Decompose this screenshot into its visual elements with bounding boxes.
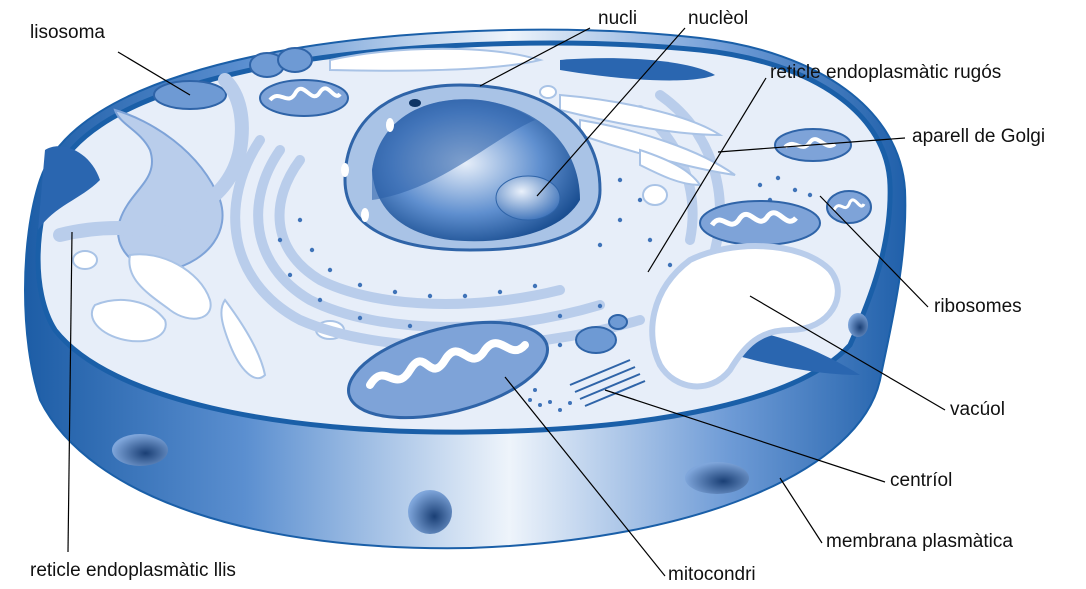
vesicle xyxy=(73,251,97,269)
label-nucleol: nuclèol xyxy=(688,8,748,30)
label-mitocondri: mitocondri xyxy=(668,564,756,586)
label-centriol: centríol xyxy=(890,470,952,492)
label-membrana: membrana plasmàtica xyxy=(826,531,1013,553)
mitochondrion xyxy=(827,191,871,223)
label-reticle-llis: reticle endoplasmàtic llis xyxy=(30,560,236,582)
membrane-pore xyxy=(112,434,168,466)
label-vacuol: vacúol xyxy=(950,399,1005,421)
membrane-pore xyxy=(408,490,452,534)
mitochondrion xyxy=(260,80,348,116)
golgi-vesicle xyxy=(540,86,556,98)
membrane-pore xyxy=(848,313,868,337)
label-ribosomes: ribosomes xyxy=(934,296,1022,318)
membrane-pore xyxy=(685,462,749,494)
vesicle xyxy=(609,315,627,329)
label-lisosoma: lisosoma xyxy=(30,22,105,44)
vesicle xyxy=(576,327,616,353)
golgi-vesicle xyxy=(643,185,667,205)
label-reticle-rugos: reticle endoplasmàtic rugós xyxy=(770,62,1001,84)
label-golgi: aparell de Golgi xyxy=(912,126,1045,148)
vesicle xyxy=(278,48,312,72)
mitochondrion xyxy=(700,201,820,245)
label-nucli: nucli xyxy=(598,8,637,30)
